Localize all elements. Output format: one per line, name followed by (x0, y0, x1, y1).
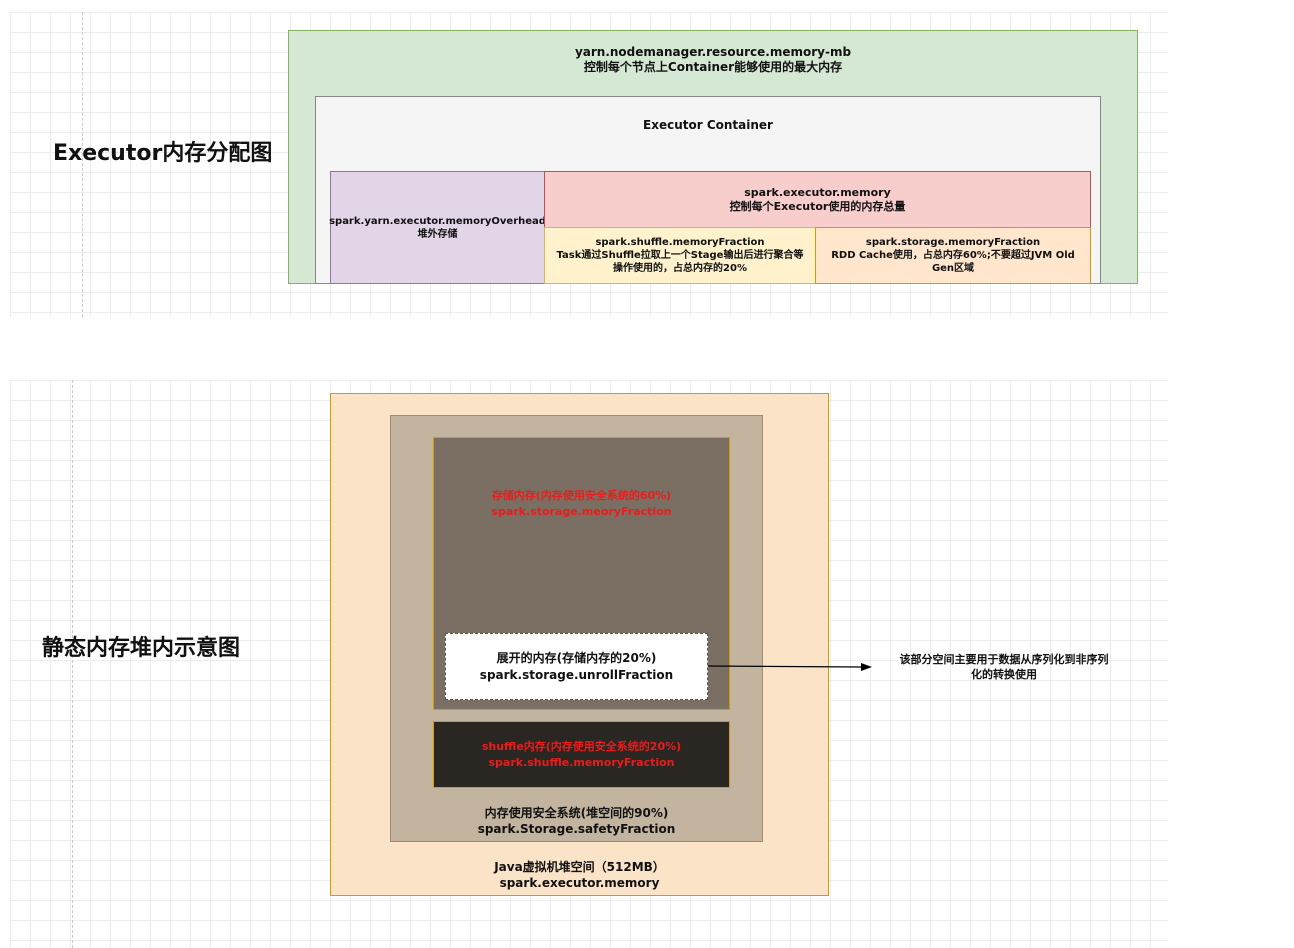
storage-fraction-box[interactable]: spark.storage.memoryFraction RDD Cache使用… (815, 227, 1091, 284)
yarn-memory-desc: 控制每个节点上Container能够使用的最大内存 (583, 60, 843, 74)
executor-memory-label: spark.executor.memory (744, 185, 891, 199)
memory-overhead-box[interactable]: spark.yarn.executor.memoryOverhead 堆外存储 (329, 171, 546, 284)
storage-memory-property: spark.storage.meoryFraction (491, 505, 672, 518)
shuffle-fraction-label: spark.shuffle.memoryFraction (595, 237, 765, 248)
unroll-note-line-2: 化的转换使用 (971, 668, 1037, 681)
safety-fraction-label: 内存使用安全系统(堆空间的90%) (484, 806, 669, 820)
executor-memory-desc: 控制每个Executor使用的内存总量 (729, 199, 906, 213)
storage-fraction-desc-2: Gen区域 (931, 263, 975, 274)
jvm-heap-label: Java虚拟机堆空间（512MB） (494, 860, 665, 874)
shuffle-memory-label: shuffle内存(内存使用安全系统的20%) (481, 739, 682, 753)
shuffle-fraction-desc-2: 操作使用的，占总内存的20% (613, 263, 747, 274)
safety-fraction-property: spark.Storage.safetyFraction (477, 822, 676, 836)
page-guide-line (72, 380, 73, 948)
shuffle-fraction-box[interactable]: spark.shuffle.memoryFraction Task通过Shuff… (544, 227, 816, 284)
memory-overhead-desc: 堆外存储 (417, 228, 458, 240)
page-guide-line (82, 12, 83, 317)
diagram2-heading: 静态内存堆内示意图 (42, 636, 241, 661)
unroll-note-text: 该部分空间主要用于数据从序列化到非序列 化的转换使用 (874, 652, 1134, 682)
unroll-memory-box[interactable]: 展开的内存(存储内存的20%) spark.storage.unrollFrac… (445, 633, 708, 700)
shuffle-fraction-desc: Task通过Shuffle拉取上一个Stage输出后进行聚合等 (556, 250, 804, 261)
unroll-memory-property: spark.storage.unrollFraction (479, 667, 674, 682)
storage-memory-label: 存储内存(内存使用安全系统的60%) (491, 489, 672, 502)
executor-container-title: Executor Container (643, 118, 773, 132)
unroll-memory-label: 展开的内存(存储内存的20%) (496, 650, 657, 665)
jvm-heap-property: spark.executor.memory (499, 876, 660, 890)
yarn-memory-label: yarn.nodemanager.resource.memory-mb (574, 45, 852, 59)
executor-memory-box[interactable]: spark.executor.memory 控制每个Executor使用的内存总… (544, 171, 1091, 228)
storage-fraction-label: spark.storage.memoryFraction (865, 237, 1041, 248)
storage-fraction-desc: RDD Cache使用，占总内存60%;不要超过JVM Old (831, 250, 1075, 261)
shuffle-memory-box[interactable]: shuffle内存(内存使用安全系统的20%) spark.shuffle.me… (433, 721, 730, 788)
memory-overhead-label: spark.yarn.executor.memoryOverhead (329, 215, 546, 227)
diagram1-heading: Executor内存分配图 (53, 141, 273, 166)
shuffle-memory-property: spark.shuffle.memoryFraction (488, 755, 675, 769)
unroll-note-line-1: 该部分空间主要用于数据从序列化到非序列 (899, 653, 1109, 666)
